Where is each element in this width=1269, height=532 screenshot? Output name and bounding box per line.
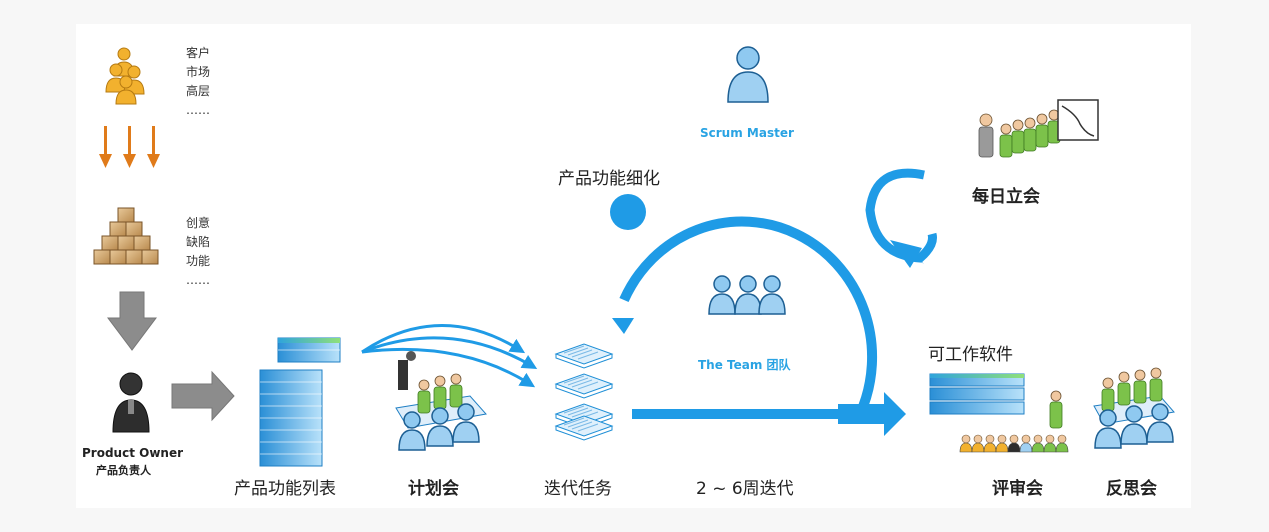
backlog-to-tasks-arrows (361, 324, 538, 388)
team-people-icon (708, 275, 786, 315)
sprint-output-arrow (838, 392, 906, 436)
daily-scrum-label: 每日立会 (972, 187, 1040, 207)
review-audience-icon (959, 390, 1069, 453)
scrum-master-person-icon (727, 46, 769, 103)
refinement-label: 产品功能细化 (558, 169, 660, 189)
sprint-cycle-arrow (610, 194, 878, 419)
boxes-pyramid-icon (93, 207, 159, 265)
daily-standup-people-icon (978, 109, 1061, 158)
daily-scrum-loop-arrow (865, 168, 937, 268)
orange-down-arrows-icon (99, 126, 160, 168)
scrum-process-diagram: 客户 市场 高层 …… 创意 缺陷 功能 …… Product Owner 产品… (76, 24, 1191, 508)
requirement-features: 功能 (186, 254, 211, 268)
stakeholder-executives: 高层 (186, 84, 211, 98)
working-software-label: 可工作软件 (928, 345, 1013, 365)
stakeholder-customer: 客户 (186, 46, 211, 60)
product-owner-label-en: Product Owner (82, 446, 184, 460)
requirement-ideas: 创意 (186, 216, 211, 230)
stakeholder-market: 市场 (186, 65, 211, 79)
gray-right-arrow (171, 370, 235, 422)
product-backlog-stack-icon (259, 337, 341, 467)
retro-label: 反思会 (1106, 479, 1157, 499)
planning-meeting-icon (395, 351, 487, 451)
requirements-list: 创意 缺陷 功能 …… (186, 214, 210, 290)
planning-label: 计划会 (408, 479, 459, 499)
requirement-ellipsis: …… (186, 273, 210, 287)
product-owner-label-cn: 产品负责人 (96, 464, 151, 477)
working-software-stack-icon (929, 373, 1025, 415)
sprint-tasks-docs-icon (555, 343, 613, 441)
gray-down-arrow (107, 291, 157, 351)
product-owner-person-icon (112, 372, 150, 433)
team-label: The Team 团队 (698, 358, 791, 372)
sprint-duration-label: 2 ~ 6周迭代 (696, 479, 794, 499)
diagram-graphics (93, 46, 1175, 467)
review-label: 评审会 (992, 479, 1043, 499)
sprint-tasks-label: 迭代任务 (544, 479, 612, 499)
stakeholder-ellipsis: …… (186, 103, 210, 117)
scrum-master-label: Scrum Master (700, 126, 794, 140)
backlog-label: 产品功能列表 (234, 479, 336, 499)
stakeholders-group-icon (105, 47, 145, 105)
burndown-chart-icon (1057, 99, 1099, 141)
requirement-defects: 缺陷 (186, 235, 211, 249)
stakeholders-list: 客户 市场 高层 …… (186, 44, 210, 120)
retrospective-meeting-icon (1093, 367, 1175, 449)
